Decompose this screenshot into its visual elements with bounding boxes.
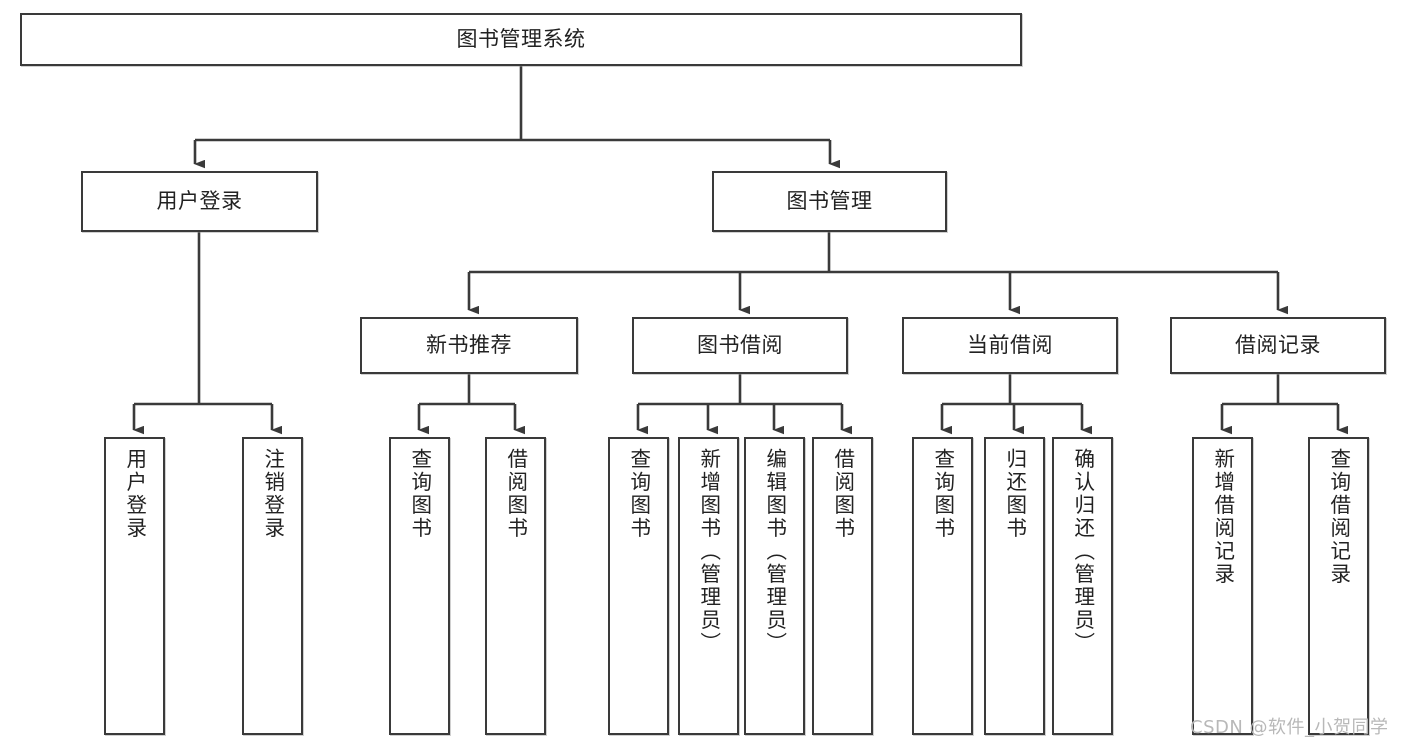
node-label: 新增图书（管理员） [696, 448, 721, 655]
node-leaf-query-borrow-record[interactable]: 查询借阅记录 [1308, 437, 1369, 735]
node-leaf-add-borrow-record[interactable]: 新增借阅记录 [1192, 437, 1253, 735]
node-label: 用户登录 [156, 189, 243, 214]
node-borrow-record[interactable]: 借阅记录 [1170, 317, 1386, 374]
node-book-borrow[interactable]: 图书借阅 [632, 317, 848, 374]
node-label: 借阅图书 [830, 448, 855, 540]
node-label: 编辑图书（管理员） [762, 448, 787, 655]
node-current-borrow[interactable]: 当前借阅 [902, 317, 1118, 374]
node-leaf-return-book[interactable]: 归还图书 [984, 437, 1045, 735]
node-leaf-query-book-current[interactable]: 查询图书 [912, 437, 973, 735]
node-user-login[interactable]: 用户登录 [81, 171, 318, 232]
node-root-system[interactable]: 图书管理系统 [20, 13, 1022, 66]
node-label: 借阅记录 [1235, 333, 1321, 358]
node-label: 图书借阅 [697, 333, 783, 358]
node-label: 查询图书 [626, 448, 651, 540]
node-leaf-add-book-admin[interactable]: 新增图书（管理员） [678, 437, 739, 735]
node-label: 注销登录 [260, 448, 285, 540]
node-label: 用户登录 [122, 448, 147, 540]
node-label: 归还图书 [1002, 448, 1027, 540]
node-leaf-query-book-borrow[interactable]: 查询图书 [608, 437, 669, 735]
node-label: 图书管理系统 [456, 27, 586, 52]
node-leaf-confirm-return-admin[interactable]: 确认归还（管理员） [1052, 437, 1113, 735]
csdn-watermark: CSDN @软件_小贺同学 [1190, 717, 1389, 738]
node-book-manage[interactable]: 图书管理 [712, 171, 947, 232]
node-leaf-borrow-book-recommend[interactable]: 借阅图书 [485, 437, 546, 735]
node-label: 当前借阅 [967, 333, 1053, 358]
node-label: 查询图书 [930, 448, 955, 540]
node-label: 新增借阅记录 [1210, 448, 1235, 586]
node-label: 确认归还（管理员） [1070, 448, 1095, 655]
node-label: 新书推荐 [426, 333, 512, 358]
node-leaf-query-book-recommend[interactable]: 查询图书 [389, 437, 450, 735]
node-leaf-borrow-book[interactable]: 借阅图书 [812, 437, 873, 735]
node-label: 图书管理 [786, 189, 873, 214]
node-leaf-edit-book-admin[interactable]: 编辑图书（管理员） [744, 437, 805, 735]
node-leaf-user-login[interactable]: 用户登录 [104, 437, 165, 735]
node-leaf-user-logout[interactable]: 注销登录 [242, 437, 303, 735]
node-label: 借阅图书 [503, 448, 528, 540]
node-label: 查询图书 [407, 448, 432, 540]
node-new-book-recommend[interactable]: 新书推荐 [360, 317, 578, 374]
node-label: 查询借阅记录 [1326, 448, 1351, 586]
